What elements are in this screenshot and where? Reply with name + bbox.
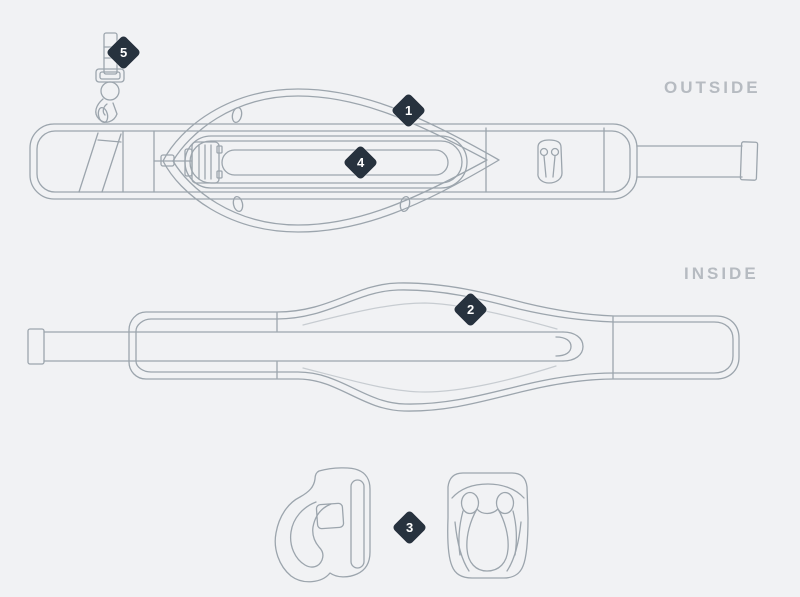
belt-loop-icon (232, 195, 244, 213)
marker-1-number: 1 (404, 102, 412, 118)
strap-slider-drawing (153, 141, 223, 184)
buckle-front-view-drawing (447, 472, 529, 579)
outside-belt-drawing (29, 88, 759, 233)
marker-3-number: 3 (405, 519, 413, 535)
marker-2-number: 2 (466, 301, 474, 317)
outside-view-label: OUTSIDE (664, 78, 761, 97)
inside-view-label: INSIDE (684, 264, 759, 283)
marker-4-number: 4 (356, 154, 364, 170)
buckle-on-belt-drawing (537, 139, 563, 184)
inside-belt-drawing (27, 282, 740, 412)
marker-5-number: 5 (119, 44, 127, 60)
buckle-side-view-drawing (274, 467, 371, 583)
